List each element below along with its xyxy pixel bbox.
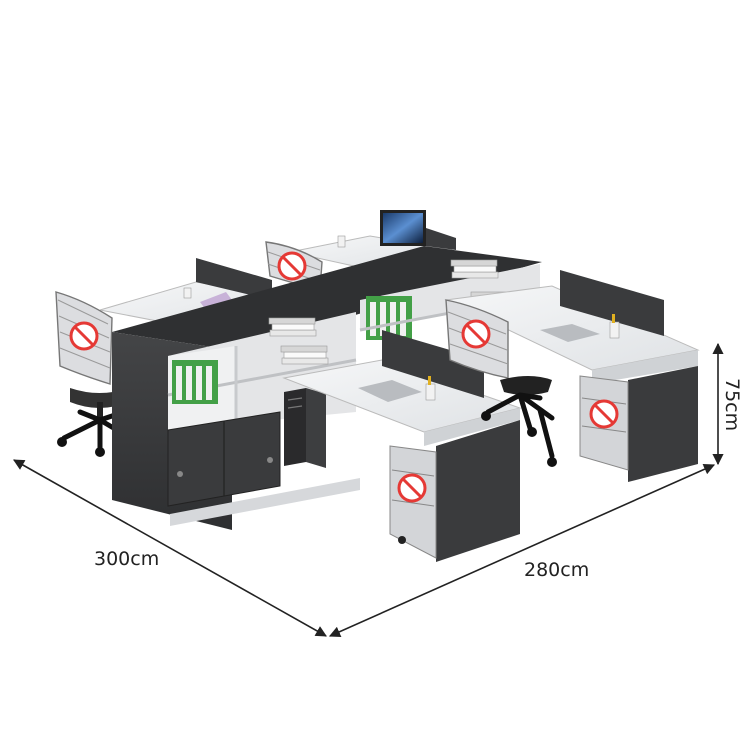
pen-holder: [337, 235, 346, 248]
height-dimension-label: 75cm: [721, 378, 743, 431]
width-dimension-label: 300cm: [94, 548, 159, 570]
privacy-screen: [382, 330, 484, 398]
office-chair: [445, 299, 557, 467]
green-binders: [172, 360, 218, 404]
depth-dimension-label: 280cm: [524, 559, 589, 581]
pen-holder: [183, 287, 192, 299]
front-right-workstation: [444, 270, 700, 482]
storage-cabinet-spine: [112, 246, 542, 530]
book-stack: [450, 259, 499, 279]
back-right-workstation: [265, 210, 456, 291]
book-stack: [268, 317, 317, 337]
dimension-lines: 300cm 280cm 75cm: [13, 342, 743, 638]
depth-dimension-line: [328, 463, 716, 638]
width-dimension-line: [13, 459, 327, 637]
pen-holder: [425, 383, 436, 401]
laptop: [200, 292, 232, 310]
mobile-pedestal: [579, 375, 629, 471]
book-stack: [280, 345, 329, 365]
front-left-workstation: [282, 330, 522, 562]
mobile-pedestal: [389, 445, 437, 559]
privacy-screen: [560, 270, 664, 336]
desk-mat: [358, 380, 422, 402]
privacy-screen: [196, 258, 272, 300]
pc-tower: [284, 388, 326, 468]
pen-holder: [609, 321, 620, 339]
desk-mat: [540, 324, 600, 342]
